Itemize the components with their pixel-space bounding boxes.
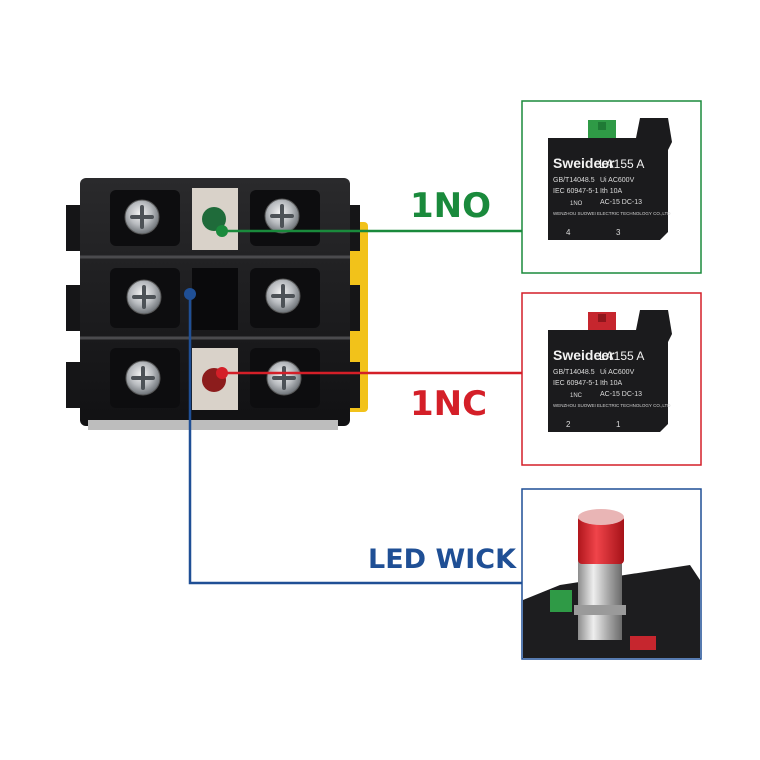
module-ith: Ith 10A [600, 188, 623, 195]
contact-block-body [548, 310, 672, 432]
base-rim [88, 420, 338, 430]
terminal-right: 1 [616, 420, 621, 429]
nc-callout-dot [216, 367, 228, 379]
module-ui: Ui AC600V [600, 177, 635, 184]
module-maker: WENZHOU SUOWEI ELECTRIC TECHNOLOGY CO.,L… [553, 403, 671, 408]
module-std2: IEC 60947-5-1 [553, 188, 599, 195]
led-cap [578, 516, 624, 564]
module-std2: IEC 60947-5-1 [553, 380, 599, 387]
switch-block [66, 178, 368, 430]
module-std1: GB/T14048.5 [553, 177, 595, 184]
label-led-wick: LED WICK [368, 544, 517, 575]
screw-icon [266, 360, 302, 396]
module-ui: Ui AC600V [600, 369, 635, 376]
module-contact: 1NC [570, 393, 583, 399]
green-tab [550, 590, 572, 612]
module-maker: WENZHOU SUOWEI ELECTRIC TECHNOLOGY CO.,L… [553, 211, 671, 216]
screws [124, 198, 302, 396]
callout-lines [184, 225, 522, 585]
module-std1: GB/T14048.5 [553, 369, 595, 376]
module-model: LA155 A [599, 157, 644, 171]
module-ith: Ith 10A [600, 380, 623, 387]
label-1nc: 1NC [410, 384, 488, 424]
no-indicator [202, 207, 226, 231]
terminal-left: 4 [566, 228, 571, 237]
led-callout-dot [184, 288, 196, 300]
module-model: LA155 A [599, 349, 644, 363]
module-brand: Sweideer [553, 155, 615, 171]
module-ac: AC-15 DC-13 [600, 199, 642, 206]
red-tab [630, 636, 656, 650]
led-callout-line [188, 294, 522, 585]
no-callout-dot [216, 225, 228, 237]
inset-no-module: Sweideer LA155 A GB/T14048.5 IEC 60947-5… [521, 100, 702, 274]
inset-led-wick [521, 488, 702, 660]
screw-icon [124, 199, 160, 235]
inset-nc-module: Sweideer LA155 A GB/T14048.5 IEC 60947-5… [521, 292, 702, 466]
screw-icon [264, 198, 300, 234]
screw-icon [126, 279, 162, 315]
module-contact: 1NO [570, 201, 583, 207]
screw-icon [265, 278, 301, 314]
led-window [192, 268, 238, 330]
terminal-right: 3 [616, 228, 621, 237]
led-lens [578, 509, 624, 525]
module-ac: AC-15 DC-13 [600, 391, 642, 398]
label-1no: 1NO [410, 186, 492, 226]
led-sleeve [578, 560, 622, 640]
terminal-left: 2 [566, 420, 571, 429]
contact-block-body [548, 118, 672, 240]
module-brand: Sweideer [553, 347, 615, 363]
screw-icon [125, 360, 161, 396]
